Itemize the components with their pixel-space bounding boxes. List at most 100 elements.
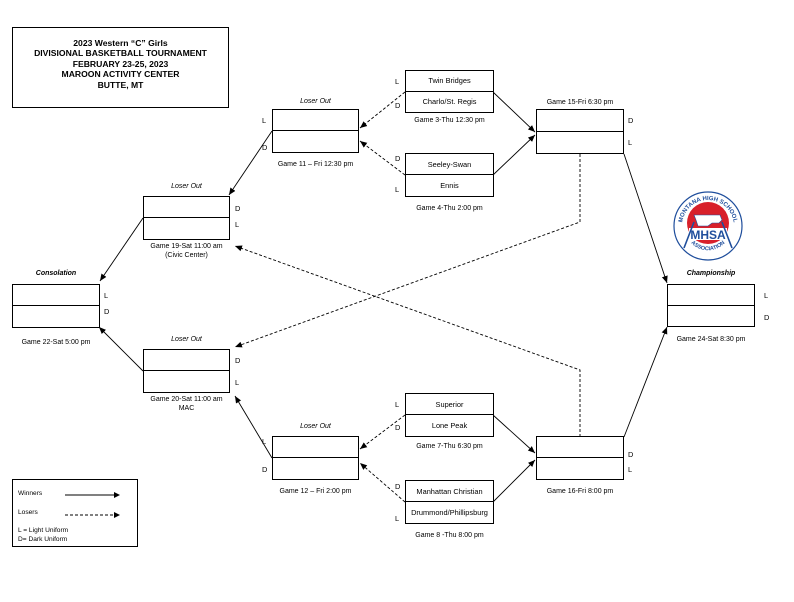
uniform-label: L — [235, 220, 240, 229]
game-caption: Game 15-Fri 6:30 pm — [546, 99, 614, 106]
uniform-label: D — [104, 307, 110, 316]
game-15-box — [536, 109, 624, 154]
legend-dashed-arrow-icon — [65, 512, 120, 518]
game-8-box: Manhattan Christian Drummond/Phillipsbur… — [405, 480, 494, 524]
uniform-label: D — [764, 313, 770, 322]
game-4-box: Seeley-Swan Ennis — [405, 153, 494, 197]
legend-losers-label: Losers — [18, 509, 38, 516]
game-caption: Game 19-Sat 11:00 am — [150, 243, 223, 250]
title-line-2: DIVISIONAL BASKETBALL TOURNAMENT — [34, 48, 207, 59]
game-caption: Game 22-Sat 5:00 pm — [21, 339, 91, 346]
uniform-label: L — [395, 400, 400, 409]
team-slot[interactable] — [144, 350, 229, 371]
winner-line-g4-to-g15 — [492, 134, 536, 176]
game-caption: Game 3-Thu 12:30 pm — [414, 117, 485, 124]
game-19-box — [143, 196, 230, 240]
team-slot[interactable] — [144, 218, 229, 239]
game-caption: Game 7-Thu 6:30 pm — [416, 443, 483, 450]
uniform-label: L — [235, 378, 240, 387]
team-slot[interactable] — [668, 306, 754, 327]
legend-winners-label: Winners — [18, 490, 43, 497]
team-slot[interactable]: Lone Peak — [431, 421, 468, 430]
team-slot[interactable] — [13, 306, 99, 327]
team-slot[interactable] — [273, 458, 358, 479]
team-slot[interactable]: Ennis — [440, 181, 459, 190]
team-slot[interactable] — [537, 110, 623, 132]
uniform-label: D — [395, 482, 401, 491]
consolation-header: Consolation — [35, 270, 77, 277]
uniform-label: D — [395, 101, 401, 110]
game-16-box — [536, 436, 624, 480]
legend-box: Winners Losers L = Light Uniform D= Dark… — [12, 479, 138, 547]
game-header: Loser Out — [171, 336, 202, 343]
winner-line-g3-to-g15 — [492, 91, 536, 133]
game-header: Loser Out — [171, 183, 202, 190]
uniform-label: D — [628, 450, 634, 459]
team-slot[interactable] — [273, 437, 358, 458]
team-slot[interactable] — [273, 131, 358, 152]
winner-line-g12-to-g20 — [234, 395, 273, 459]
team-slot[interactable] — [273, 110, 358, 131]
team-slot[interactable]: Twin Bridges — [406, 71, 493, 92]
uniform-label: L — [628, 465, 633, 474]
uniform-label: L — [262, 437, 267, 446]
game-11-box — [272, 109, 359, 153]
uniform-label: D — [262, 143, 268, 152]
legend-light-uniform: L = Light Uniform — [18, 527, 69, 534]
game-header: Loser Out — [300, 423, 331, 430]
mhsa-logo: MHSA MONTANA HIGH SCHOOL ASSOCIATION — [673, 191, 743, 261]
game-caption: Game 20-Sat 11:00 am — [150, 396, 223, 403]
team-slot[interactable] — [144, 371, 229, 392]
team-slot[interactable] — [13, 285, 99, 306]
team-slot[interactable]: Manhattan Christian — [406, 481, 493, 502]
game-7-box: Superior Lone Peak — [405, 393, 494, 437]
team-slot[interactable] — [668, 285, 754, 306]
title-line-1: 2023 Western “C” Girls — [73, 38, 168, 48]
team-slot[interactable]: Superior — [406, 394, 493, 415]
winner-line-g7-to-g16 — [492, 414, 536, 454]
legend-dark-uniform: D= Dark Uniform — [18, 536, 68, 543]
team-slot[interactable] — [537, 458, 623, 479]
game-22-box — [12, 284, 100, 328]
uniform-label: D — [395, 423, 401, 432]
legend-solid-arrow-icon — [65, 492, 120, 498]
winner-line-g20-to-g22 — [98, 326, 144, 372]
winner-line-g15-to-g24 — [623, 153, 668, 284]
uniform-label: L — [628, 138, 633, 147]
uniform-label: L — [395, 514, 400, 523]
tournament-title-box: 2023 Western “C” Girls DIVISIONAL BASKET… — [12, 27, 229, 108]
uniform-label: L — [262, 116, 267, 125]
uniform-label: D — [235, 204, 241, 213]
championship-header: Championship — [686, 270, 736, 277]
title-line-3: FEBRUARY 23-25, 2023 — [72, 58, 169, 69]
winner-line-g8-to-g16 — [492, 459, 536, 503]
uniform-label: L — [104, 291, 109, 300]
uniform-label: L — [395, 185, 400, 194]
title-line-5: BUTTE, MT — [97, 79, 144, 90]
winner-line-g16-to-g24 — [623, 326, 668, 438]
game-caption: Game 16-Fri 8:00 pm — [546, 488, 614, 495]
uniform-label: D — [395, 154, 401, 163]
game-caption: Game 8 -Thu 8:00 pm — [415, 532, 484, 539]
uniform-label: D — [628, 116, 634, 125]
game-3-box: Twin Bridges Charlo/St. Regis — [405, 70, 494, 113]
game-20-box — [143, 349, 230, 393]
team-slot[interactable] — [537, 437, 623, 458]
game-caption: Game 11 – Fri 12:30 pm — [277, 161, 354, 168]
game-header: Loser Out — [300, 98, 331, 105]
team-slot[interactable] — [537, 132, 623, 154]
game-location: MAC — [178, 405, 195, 412]
team-slot[interactable]: Drummond/Phillipsburg — [411, 508, 488, 517]
team-slot[interactable] — [144, 197, 229, 218]
title-line-4: MAROON ACTIVITY CENTER — [61, 69, 180, 80]
team-slot[interactable]: Charlo/St. Regis — [422, 97, 477, 107]
team-slot[interactable]: Seeley-Swan — [406, 154, 493, 175]
game-caption: Game 4-Thu 2:00 pm — [416, 205, 483, 212]
uniform-label: D — [262, 465, 268, 474]
uniform-label: L — [395, 77, 400, 86]
winner-line-g19-to-g22 — [99, 217, 144, 282]
loser-line-g3-to-g11 — [359, 91, 406, 129]
winner-line-g11-to-g19 — [228, 130, 273, 196]
loser-line-g7-to-g12 — [359, 414, 406, 450]
game-caption: Game 12 – Fri 2:00 pm — [279, 488, 352, 495]
